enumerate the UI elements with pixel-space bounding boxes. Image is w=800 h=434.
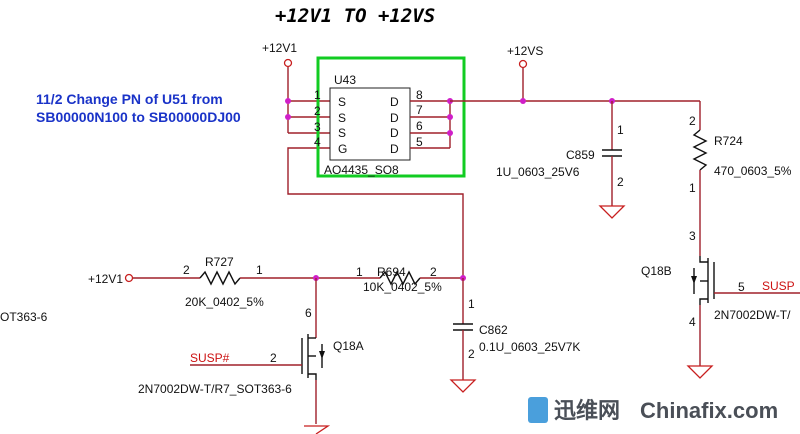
c859-value: 1U_0603_25V6	[496, 165, 580, 179]
q18a-pin-number: 2	[270, 351, 277, 365]
r694-pin-number: 2	[430, 265, 437, 279]
ground-symbol	[304, 425, 331, 434]
r694-pin-number: 1	[356, 265, 363, 279]
net-label-12v1-left: +12V1	[88, 272, 123, 286]
change-note-line2: SB00000N100 to SB00000DJ00	[36, 109, 241, 125]
q18b-source-lead	[699, 298, 708, 305]
c859-pin-number: 1	[617, 123, 624, 137]
power-port-12v1-top	[283, 58, 293, 68]
junction-dot	[285, 114, 291, 120]
junction-dot	[447, 114, 453, 120]
junction-dot	[447, 130, 453, 136]
u43-part: AO4435_SO8	[324, 163, 399, 177]
c859-ref: C859	[566, 148, 595, 162]
u43-pin-name: S	[338, 111, 346, 125]
u43-pin-name: G	[338, 142, 347, 156]
cut-off-part-label: OT363-6	[0, 310, 48, 324]
r724-pin-number: 1	[689, 181, 696, 195]
r694-ref: R694	[377, 265, 406, 279]
r724-pin-number: 2	[689, 114, 696, 128]
u43-pin-number: 8	[416, 88, 423, 102]
q18a-part: 2N7002DW-T/R7_SOT363-6	[138, 382, 292, 396]
u43-pin-number: 6	[416, 119, 423, 133]
ground-symbol	[449, 379, 477, 393]
u43-pin-number: 5	[416, 135, 423, 149]
c862-value: 0.1U_0603_25V7K	[479, 340, 580, 354]
u43-pin-name: D	[390, 95, 399, 109]
u43-body	[329, 87, 411, 161]
u43-ref: U43	[334, 73, 356, 87]
r727-value: 20K_0402_5%	[185, 295, 264, 309]
net-label-susp: SUSP	[762, 279, 795, 293]
q18a-source-lead	[308, 373, 317, 380]
c862-pin-number: 1	[468, 297, 475, 311]
power-port-12vs	[518, 59, 528, 69]
wire-u43-gate	[287, 147, 464, 278]
u43-pin-number: 2	[314, 104, 321, 118]
q18b-pin-number: 4	[689, 315, 696, 329]
r727-ref: R727	[205, 255, 234, 269]
q18b-pin-number: 3	[689, 229, 696, 243]
net-label-susp-n: SUSP#	[190, 351, 230, 365]
u43-pin-name: D	[390, 111, 399, 125]
u43-pin-name: S	[338, 95, 346, 109]
q18b-part: 2N7002DW-T/	[714, 308, 791, 322]
r727-body	[199, 270, 241, 286]
q18b-pin-number: 5	[738, 280, 745, 294]
schematic-title: +12V1 TO +12VS	[275, 5, 435, 27]
ground-symbol	[686, 365, 714, 379]
q18b-drain-lead	[699, 256, 708, 263]
c862-pin-number: 2	[468, 347, 475, 361]
net-label-12vs: +12VS	[507, 44, 543, 58]
r724-body	[692, 129, 708, 171]
watermark: 迅维网 Chinafix.com	[528, 397, 778, 423]
u43-pin-number: 7	[416, 103, 423, 117]
q18a-pin-number: 6	[305, 306, 312, 320]
junction-dot	[285, 98, 291, 104]
r727-pin-number: 2	[183, 263, 190, 277]
watermark-logo-icon	[528, 397, 548, 423]
change-note-line1: 11/2 Change PN of U51 from	[36, 91, 223, 107]
u43-pin-number: 4	[314, 135, 321, 149]
c862-ref: C862	[479, 323, 508, 337]
net-label-12v1-top: +12V1	[262, 41, 297, 55]
u43-pin-name: S	[338, 126, 346, 140]
r724-ref: R724	[714, 134, 743, 148]
u43-highlight-box	[316, 56, 466, 178]
u43-pin-number: 3	[314, 120, 321, 134]
q18a-ref: Q18A	[333, 339, 364, 353]
q18b-ref: Q18B	[641, 264, 672, 278]
c859-pin-number: 2	[617, 175, 624, 189]
r727-pin-number: 1	[256, 263, 263, 277]
watermark-cn: 迅维网	[554, 398, 620, 423]
r694-body	[379, 270, 421, 286]
power-port-12v1-left	[124, 273, 134, 283]
u43-pin-name: D	[390, 142, 399, 156]
u43-pin-name: D	[390, 126, 399, 140]
r724-value: 470_0603_5%	[714, 164, 792, 178]
junction-dot	[520, 98, 526, 104]
r694-value: 10K_0402_5%	[363, 280, 442, 294]
u43-pin-number: 1	[314, 88, 321, 102]
ground-symbol	[598, 205, 626, 219]
watermark-en: Chinafix.com	[640, 398, 778, 423]
